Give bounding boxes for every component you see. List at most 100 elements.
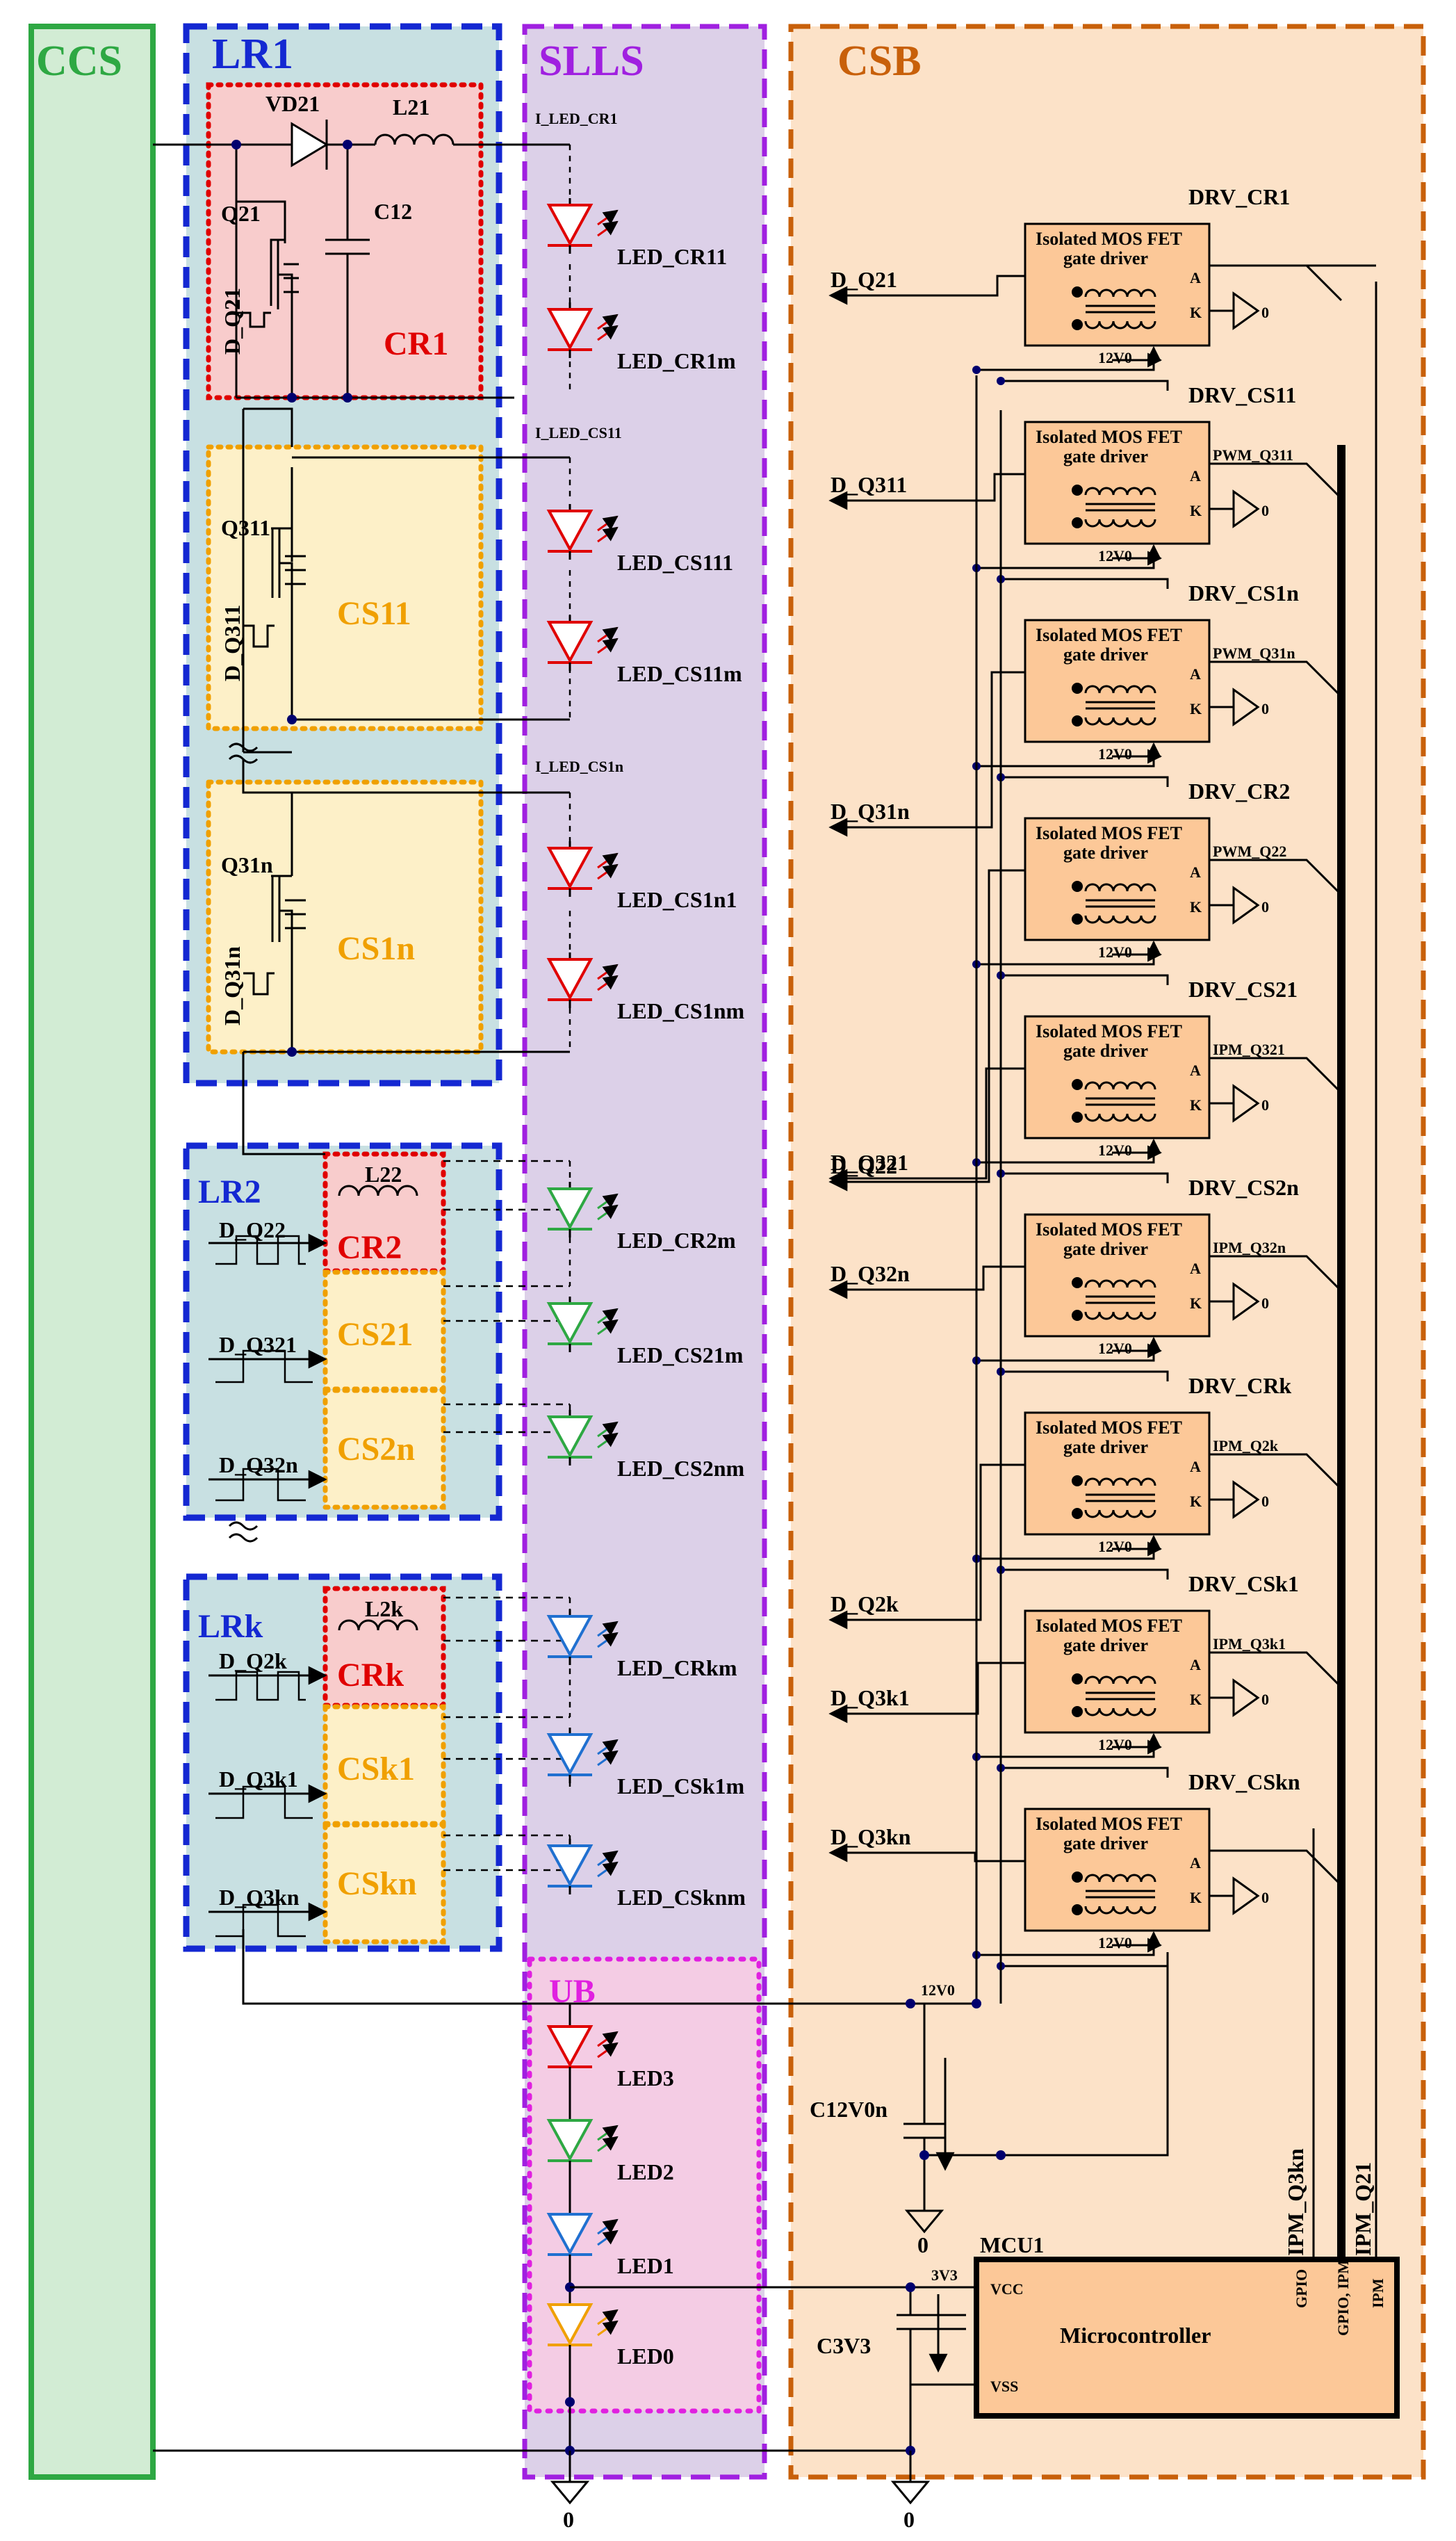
driver-d-signal: D_Q21 <box>831 267 897 292</box>
driver-title-line1: Isolated MOS FET <box>1036 1021 1182 1041</box>
driver-dot-icon <box>1072 286 1083 298</box>
label-i-led-cr1: I_LED_CR1 <box>535 110 618 127</box>
led-7: LED_CS21m <box>546 1297 744 1367</box>
led-2-symbol-icon <box>546 510 594 553</box>
sub-block-cs1n-label: CS1n <box>337 930 415 967</box>
led-3: LED_CS11m <box>546 615 742 686</box>
led-5: LED_CS1nm <box>546 952 745 1023</box>
led-7-label: LED_CS21m <box>617 1342 744 1367</box>
sub-block-cr1 <box>206 82 484 400</box>
driver-buffer-icon <box>1232 489 1260 528</box>
label-d-q22: D_Q22 <box>219 1217 286 1242</box>
ub-led-0-symbol-icon <box>546 2025 594 2068</box>
driver-title-line1: Isolated MOS FET <box>1036 1616 1182 1636</box>
driver-name: DRV_CS21 <box>1188 977 1298 1002</box>
ub-led-0-label: LED3 <box>617 2065 674 2091</box>
inductor-l22-icon <box>338 1185 418 1196</box>
led-5-symbol-icon <box>546 958 594 1001</box>
driver-title-line1: Isolated MOS FET <box>1036 1418 1182 1438</box>
sub-block-cs2n-label: CS2n <box>337 1431 415 1468</box>
driver-supply-label: 12V0 <box>1098 1934 1132 1951</box>
driver-buffer-icon <box>1232 688 1260 726</box>
label-gnd-slls: 0 <box>563 2507 574 2532</box>
led-6-symbol-icon <box>546 1187 594 1231</box>
driver-name: DRV_CS2n <box>1188 1175 1299 1200</box>
ground-slls-icon <box>550 2481 590 2505</box>
driver-buffer-gnd: 0 <box>1261 502 1269 519</box>
led-8-label: LED_CS2nm <box>617 1456 745 1481</box>
sub-block-cs21-label: CS21 <box>337 1316 413 1353</box>
led-7-symbol-icon <box>546 1302 594 1345</box>
driver-ctrl-label: IPM_Q321 <box>1213 1041 1285 1058</box>
led-0-label: LED_CR11 <box>617 244 727 269</box>
driver-dot-icon <box>1072 485 1083 496</box>
led-1-label: LED_CR1m <box>617 348 736 373</box>
label-d-q32n: D_Q32n <box>219 1452 298 1477</box>
led-3-symbol-icon <box>546 621 594 664</box>
sub-block-cskn <box>322 1822 446 1945</box>
led-4: LED_CS1n1 <box>546 841 737 912</box>
driver-pin-a: A <box>1190 863 1201 881</box>
driver-title-line2: gate driver <box>1063 1437 1148 1457</box>
driver-title-line2: gate driver <box>1063 1239 1148 1259</box>
driver-buffer-icon <box>1232 291 1260 330</box>
driver-supply-label: 12V0 <box>1098 547 1132 565</box>
led-10-symbol-icon <box>546 1733 594 1776</box>
sub-block-cskn-label: CSkn <box>337 1865 417 1902</box>
label-i-led-cs1n: I_LED_CS1n <box>535 758 623 775</box>
driver-title-line1: Isolated MOS FET <box>1036 1814 1182 1834</box>
diode-vd21-icon <box>291 122 329 168</box>
driver-name: DRV_CRk <box>1188 1373 1291 1398</box>
driver-ctrl-label: PWM_Q22 <box>1213 843 1286 860</box>
driver-title-line1: Isolated MOS FET <box>1036 1219 1182 1240</box>
ub-led-2-symbol-icon <box>546 2213 594 2256</box>
driver-title-line2: gate driver <box>1063 644 1148 665</box>
driver-buffer-gnd: 0 <box>1261 898 1269 916</box>
sub-block-cr2-label: CR2 <box>337 1229 402 1266</box>
driver-buffer-icon <box>1232 1876 1260 1915</box>
driver-d-signal: D_Q3k1 <box>831 1685 910 1710</box>
label-mcu-gpio-ipm: GPIO, IPM <box>1334 2259 1352 2336</box>
driver-d-signal: D_Q32n <box>831 1261 910 1286</box>
label-d-q31n: D_Q31n <box>220 946 245 1025</box>
sub-block-cs21 <box>322 1269 446 1392</box>
led-9: LED_CRkm <box>546 1609 737 1680</box>
label-q311: Q311 <box>221 515 270 540</box>
label-mcu-vcc: VCC <box>990 2280 1024 2298</box>
driver-supply-label: 12V0 <box>1098 1538 1132 1555</box>
led-6-label: LED_CR2m <box>617 1228 736 1253</box>
driver-title-line1: Isolated MOS FET <box>1036 823 1182 843</box>
block-ccs: CCS <box>28 24 156 2480</box>
block-slls-title: SLLS <box>539 38 644 85</box>
driver-buffer-icon <box>1232 886 1260 925</box>
driver-buffer-icon <box>1232 1480 1260 1519</box>
label-q31n: Q31n <box>221 852 273 877</box>
driver-title-line2: gate driver <box>1063 446 1148 466</box>
block-lrk-title: LRk <box>198 1608 263 1645</box>
driver-dot-icon <box>1072 881 1083 892</box>
driver-dot-icon <box>1072 1079 1083 1090</box>
sub-block-cr1-label: CR1 <box>384 325 448 362</box>
inductor-l21-icon <box>374 133 455 145</box>
label-l22: L22 <box>365 1162 402 1187</box>
led-11-label: LED_CSknm <box>617 1885 746 1910</box>
driver-d-signal: D_Q31n <box>831 799 910 824</box>
driver-pin-k: K <box>1190 1691 1202 1708</box>
led-3-label: LED_CS11m <box>617 661 742 686</box>
label-gnd-csb: 0 <box>903 2507 915 2532</box>
driver-supply-label: 12V0 <box>1098 1340 1132 1357</box>
driver-pin-a: A <box>1190 1062 1201 1079</box>
driver-title-line1: Isolated MOS FET <box>1036 625 1182 645</box>
driver-supply-label: 12V0 <box>1098 1142 1132 1159</box>
label-l2k: L2k <box>365 1596 403 1621</box>
label-d-q21: D_Q21 <box>220 288 245 355</box>
driver-buffer-gnd: 0 <box>1261 1096 1269 1114</box>
label-d-q311: D_Q311 <box>220 605 245 681</box>
label-l21: L21 <box>393 95 430 120</box>
label-mcu-vss: VSS <box>990 2378 1018 2395</box>
driver-buffer-icon <box>1232 1678 1260 1717</box>
